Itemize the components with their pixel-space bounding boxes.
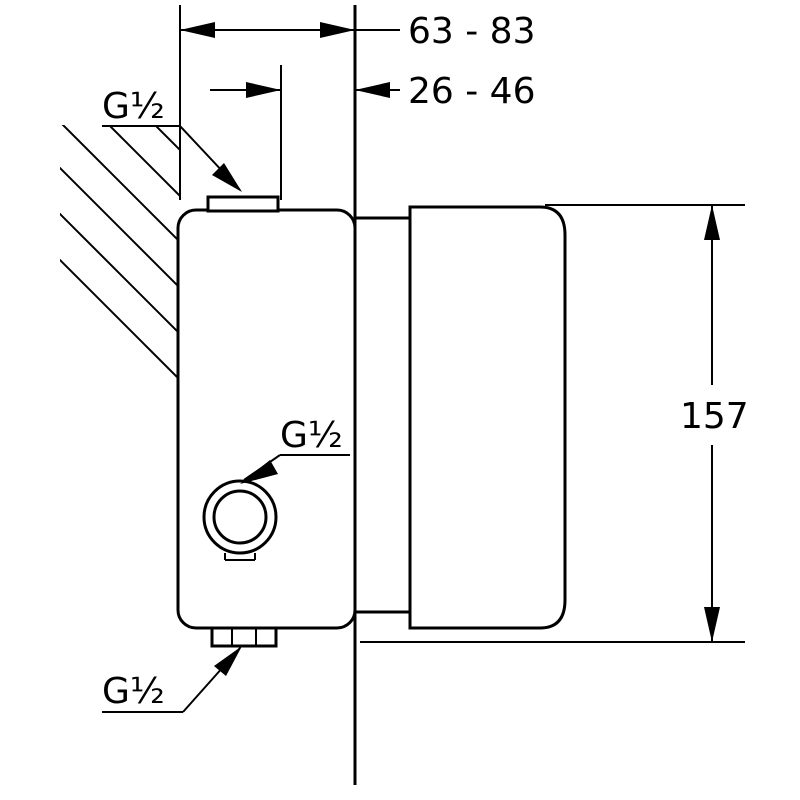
thread-label-top: G½ [102,86,242,192]
hatch-line [60,125,355,800]
dimension-height-label: 157 [680,396,749,437]
dimension-overall-depth: 63 - 83 [179,5,536,200]
dimension-height: 157 [360,204,749,643]
handle-cap [408,205,567,630]
thread-label-bottom: G½ [102,646,242,713]
thread-label-side-text: G½ [280,415,343,456]
thread-label-side: G½ [240,415,350,484]
hatch-line [536,0,800,800]
dimension-wall-depth-label: 26 - 46 [408,71,536,112]
rosette-plate [353,216,412,614]
side-connection [202,479,278,561]
top-connection-nut [206,195,280,213]
thread-label-top-text: G½ [102,86,165,127]
dimension-overall-depth-label: 63 - 83 [408,11,536,52]
hatch-line [766,0,800,800]
dimension-wall-depth: 26 - 46 [210,65,536,200]
thread-label-bottom-text: G½ [102,671,165,712]
bottom-connection-nut [210,626,278,648]
